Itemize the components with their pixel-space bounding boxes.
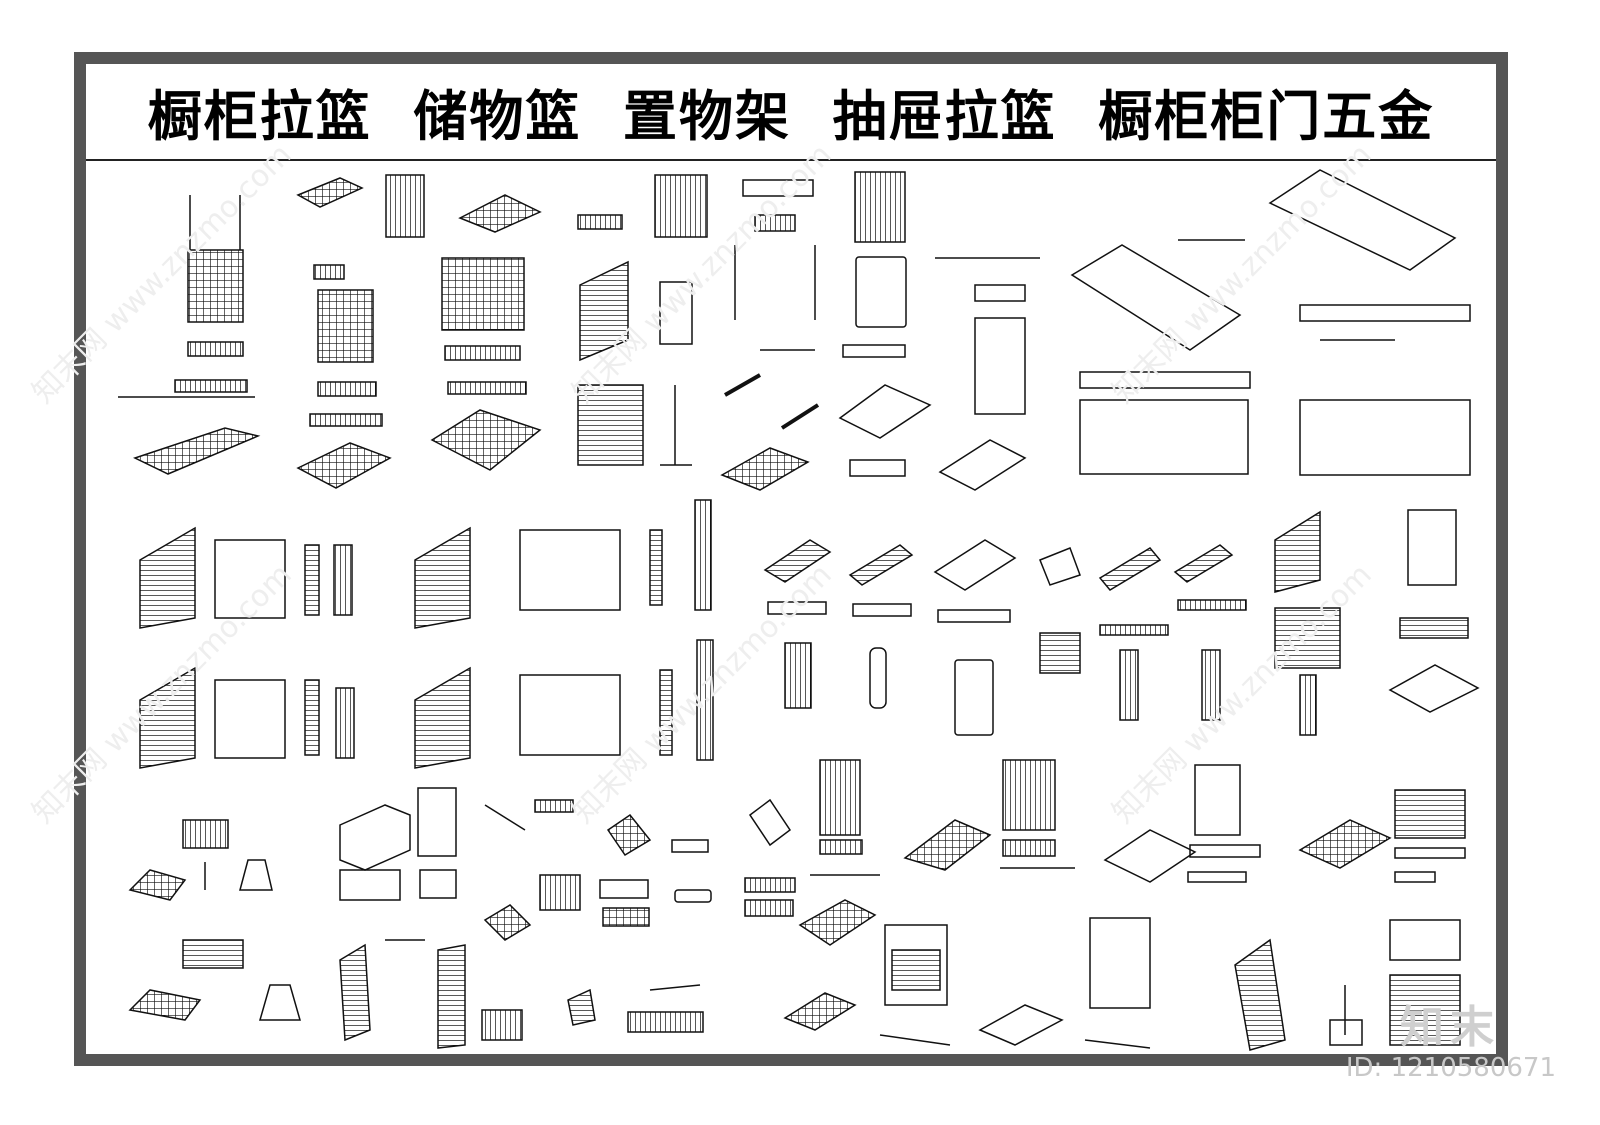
rack-group-mid (483, 799, 712, 1033)
drawer-basket-set-a (296, 174, 425, 489)
corner-unit-group (1274, 509, 1480, 736)
cutlery-holder-group (128, 819, 301, 1021)
drawer-basket-row3 (903, 759, 1075, 871)
pullout-basket-tall (118, 195, 261, 475)
sheet-title: 橱柜拉篮 储物篮 置物架 抽屉拉篮 橱柜柜门五金 (147, 85, 1435, 148)
tray-row3 (1103, 764, 1261, 883)
narrow-pullout-group (720, 179, 820, 491)
drawer-basket-set-b (430, 194, 542, 471)
pantry-unit-row4 (783, 917, 1151, 1049)
wire-basket-row3 (744, 759, 880, 946)
slide-tray-group (935, 257, 1040, 491)
pullout-tray-wide-2 (1268, 169, 1471, 476)
corner-pantry-row4 (1234, 919, 1461, 1051)
drawer-basket-row3-b (1298, 789, 1466, 883)
seasoning-basket-group (763, 539, 1017, 736)
shelf-tray-group (838, 171, 932, 477)
side-pullout-a (139, 526, 353, 629)
storage-bin-group (339, 787, 523, 1049)
small-basket-group (1039, 544, 1247, 721)
pullout-tray-wide (1070, 239, 1251, 475)
side-pullout-d (414, 639, 714, 769)
title-band: 橱柜拉篮 储物篮 置物架 抽屉拉篮 橱柜柜门五金 (86, 64, 1496, 161)
asset-id-label: ID: 1210580671 (1345, 1053, 1556, 1083)
side-pullout-b (414, 499, 712, 629)
brand-logo-text: 知末 (1400, 1002, 1500, 1053)
shelf-rack-group (577, 174, 708, 466)
side-pullout-c (139, 666, 355, 769)
